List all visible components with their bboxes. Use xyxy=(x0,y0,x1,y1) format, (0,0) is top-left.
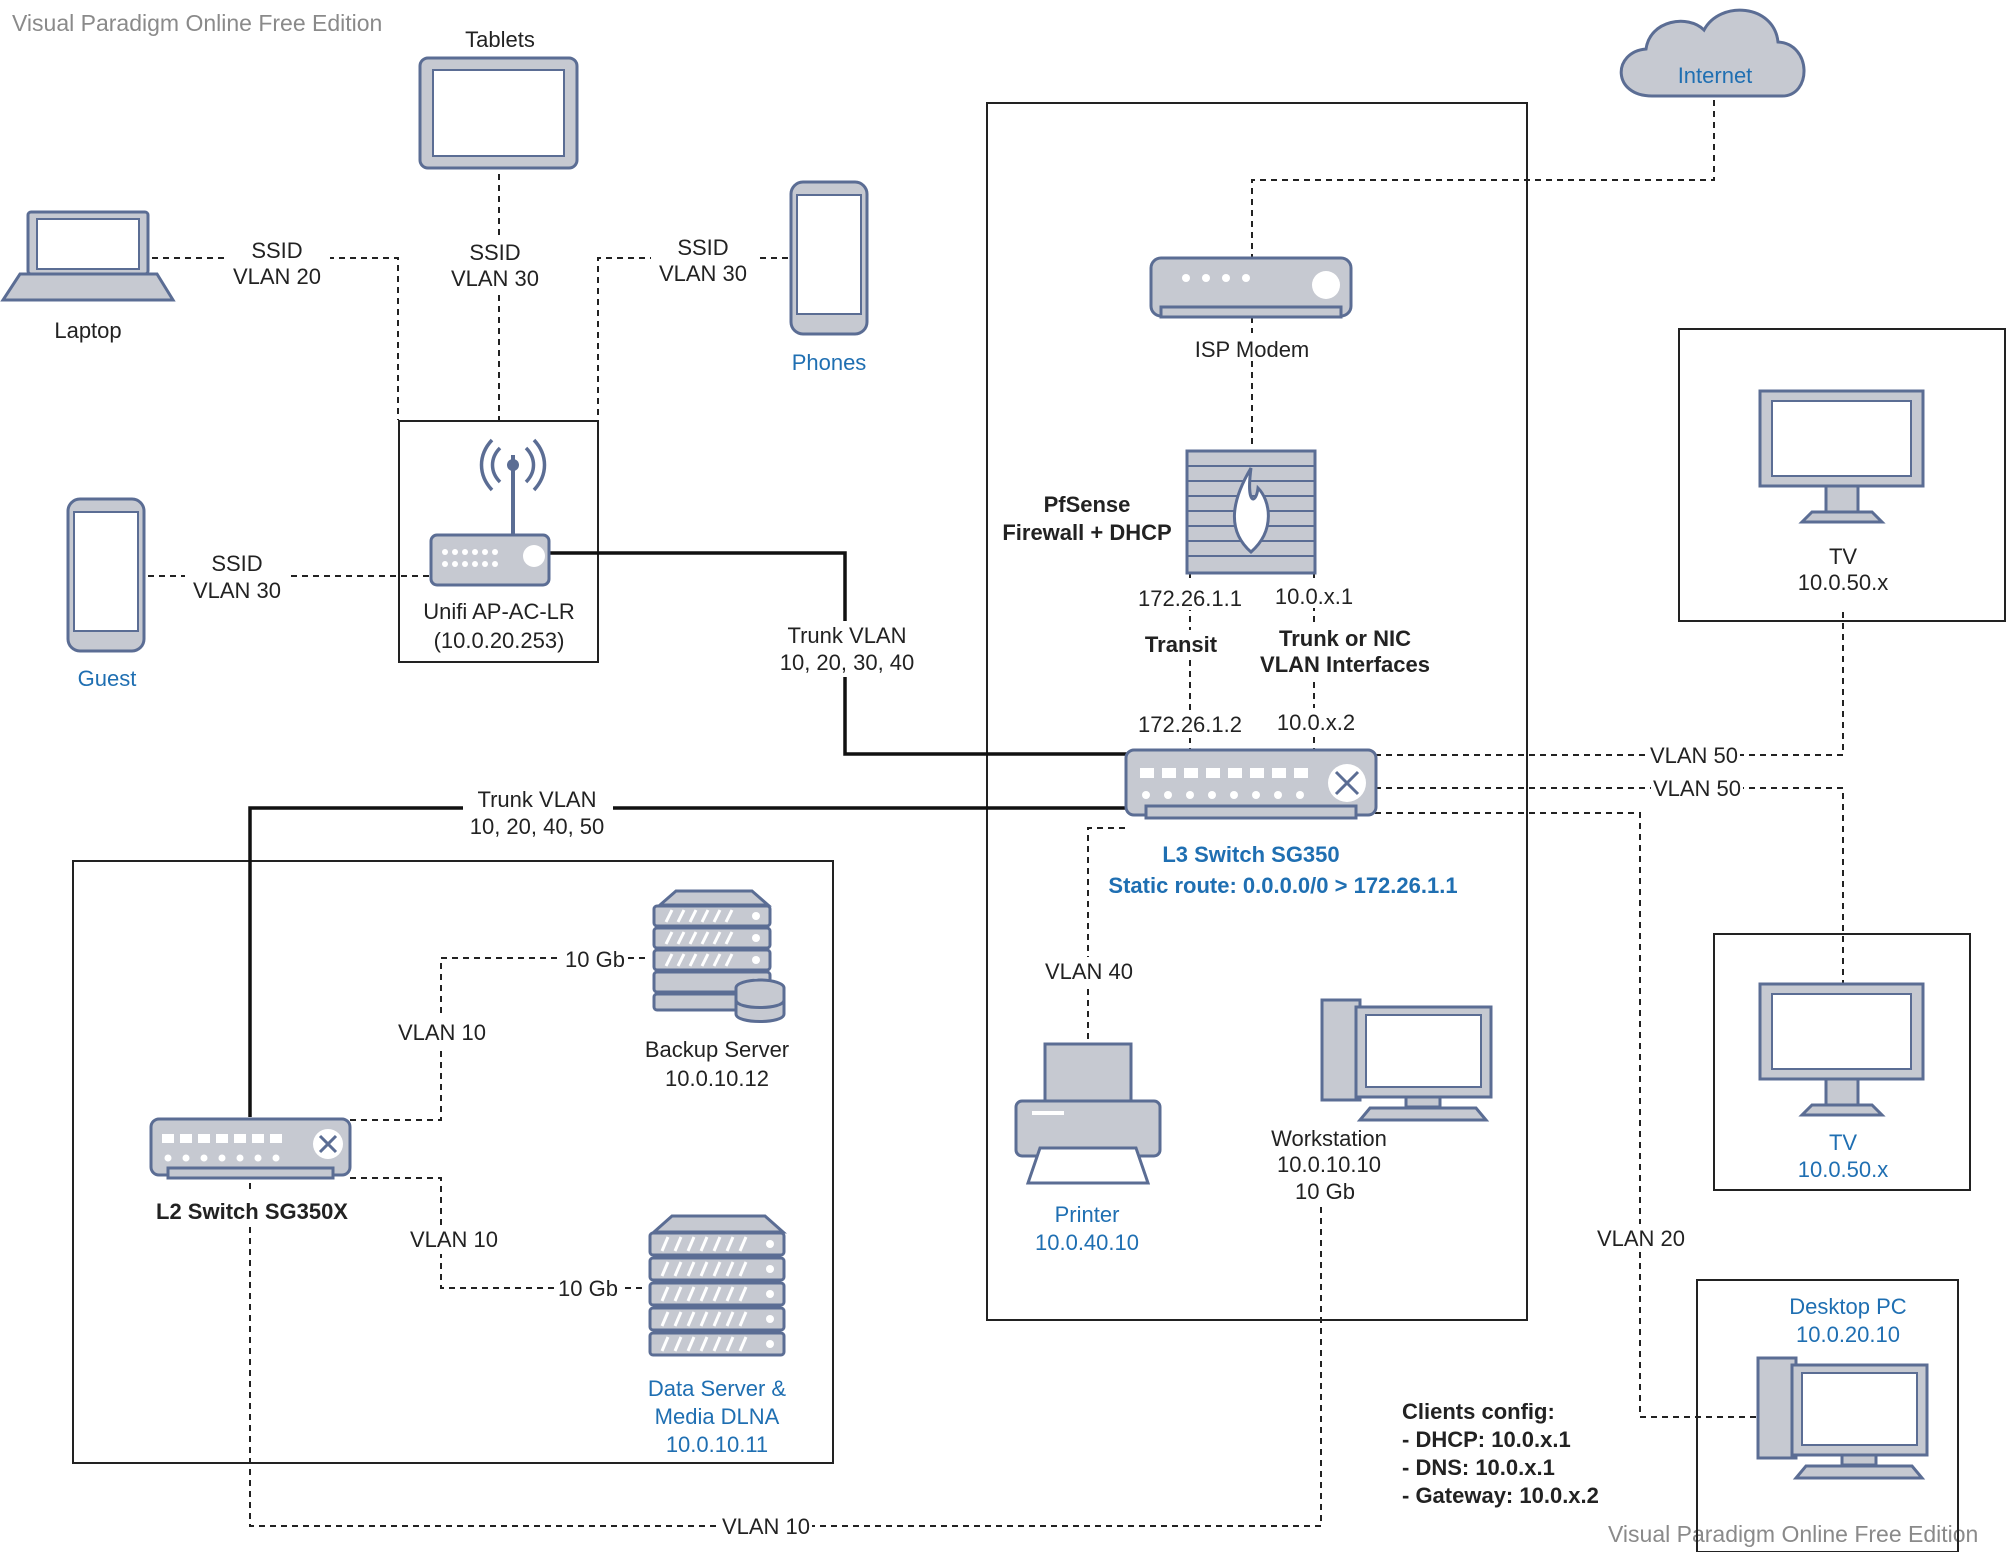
desktop-vlan: VLAN 20 xyxy=(1597,1226,1685,1251)
firewall-desc: Firewall + DHCP xyxy=(1002,520,1171,545)
l2-trunk-line xyxy=(248,806,1127,1117)
workstation-icon xyxy=(1320,998,1493,1122)
l2-trunk-label-1: Trunk VLAN xyxy=(477,787,596,812)
phones-link-vlan: VLAN 30 xyxy=(659,261,747,286)
cloud-icon xyxy=(1619,8,1806,98)
core-box xyxy=(986,102,1528,1321)
desktop-pc-icon xyxy=(1756,1356,1929,1480)
l2-switch-name: L2 Switch SG350X xyxy=(156,1199,348,1224)
tablet-icon xyxy=(418,56,579,170)
workstation-speed: 10 Gb xyxy=(1295,1179,1355,1204)
backup-server-icon xyxy=(652,889,786,1023)
transit-label: Transit xyxy=(1145,632,1218,657)
workstation-ip: 10.0.10.10 xyxy=(1277,1152,1381,1177)
watermark-bottom: Visual Paradigm Online Free Edition xyxy=(1608,1521,1978,1547)
l3-switch-name: L3 Switch SG350 xyxy=(1162,842,1339,867)
guest-link-vlan: VLAN 30 xyxy=(193,578,281,603)
trunk-sw-ip: 10.0.x.2 xyxy=(1277,710,1355,735)
watermark-top: Visual Paradigm Online Free Edition xyxy=(12,10,382,36)
desktop-ip: 10.0.20.10 xyxy=(1796,1322,1900,1347)
modem-label: ISP Modem xyxy=(1195,337,1310,362)
ap-trunk-label-2: 10, 20, 30, 40 xyxy=(780,650,915,675)
l3-static-route: Static route: 0.0.0.0/0 > 172.26.1.1 xyxy=(1108,873,1457,898)
guest-link-ssid: SSID xyxy=(211,551,262,576)
tv-mid-vlan: VLAN 50 xyxy=(1653,776,1741,801)
backup-server-ip: 10.0.10.12 xyxy=(665,1066,769,1091)
backup-vlan: VLAN 10 xyxy=(398,1020,486,1045)
l2-trunk-label-2: 10, 20, 40, 50 xyxy=(470,814,605,839)
backup-server-name: Backup Server xyxy=(645,1037,789,1062)
l3-switch-icon xyxy=(1124,748,1378,820)
tablets-label: Tablets xyxy=(465,27,535,52)
transit-fw-ip: 172.26.1.1 xyxy=(1138,586,1242,611)
dashed-links xyxy=(148,100,1844,1527)
l2-switch-icon xyxy=(149,1117,352,1180)
guest-phone-icon xyxy=(66,497,146,653)
laptop-link-vlan: VLAN 20 xyxy=(233,264,321,289)
printer-ip: 10.0.40.10 xyxy=(1035,1230,1139,1255)
clients-config-gateway: - Gateway: 10.0.x.2 xyxy=(1402,1483,1599,1508)
printer-name: Printer xyxy=(1055,1202,1120,1227)
trunk-nic-label-2: VLAN Interfaces xyxy=(1260,652,1430,677)
guest-label: Guest xyxy=(78,666,137,691)
data-speed: 10 Gb xyxy=(558,1276,618,1301)
ap-trunk-label-1: Trunk VLAN xyxy=(787,623,906,648)
tv-top-box xyxy=(1678,328,2006,622)
tv-mid-icon xyxy=(1758,982,1925,1117)
printer-icon xyxy=(1014,1042,1162,1185)
data-vlan: VLAN 10 xyxy=(410,1227,498,1252)
printer-vlan-label: VLAN 40 xyxy=(1045,959,1133,984)
workstation-name: Workstation xyxy=(1271,1126,1387,1151)
transit-sw-ip: 172.26.1.2 xyxy=(1138,712,1242,737)
desktop-name: Desktop PC xyxy=(1789,1294,1906,1319)
ap-name: Unifi AP-AC-LR xyxy=(423,599,575,624)
data-server-name-2: Media DLNA xyxy=(655,1404,780,1429)
bottom-vlan: VLAN 10 xyxy=(722,1514,810,1539)
access-point-icon xyxy=(429,438,551,587)
laptop-label: Laptop xyxy=(54,318,121,343)
tv-mid-ip: 10.0.50.x xyxy=(1798,1157,1889,1182)
backup-speed: 10 Gb xyxy=(565,947,625,972)
ap-box xyxy=(398,420,599,663)
clients-config: Clients config: - DHCP: 10.0.x.1 - DNS: … xyxy=(1402,1399,1599,1508)
laptop-link-ssid: SSID xyxy=(251,238,302,263)
firewall-icon xyxy=(1185,449,1317,575)
tv-mid-box xyxy=(1713,933,1971,1191)
phones-link-ssid: SSID xyxy=(677,235,728,260)
tv-top-icon xyxy=(1758,389,1925,524)
tablets-link-vlan: VLAN 30 xyxy=(451,266,539,291)
tv-top-vlan: VLAN 50 xyxy=(1650,743,1738,768)
tablets-link-ssid: SSID xyxy=(469,240,520,265)
clients-config-dhcp: - DHCP: 10.0.x.1 xyxy=(1402,1427,1571,1452)
tv-mid-name: TV xyxy=(1829,1130,1857,1155)
tv-top-name: TV xyxy=(1829,544,1857,569)
trunk-nic-label-1: Trunk or NIC xyxy=(1279,626,1411,651)
phone-icon xyxy=(789,180,869,336)
modem-icon xyxy=(1149,256,1353,319)
server-box xyxy=(72,860,834,1464)
trunk-fw-ip: 10.0.x.1 xyxy=(1275,584,1353,609)
data-server-ip: 10.0.10.11 xyxy=(666,1432,768,1457)
tv-top-ip: 10.0.50.x xyxy=(1798,570,1889,595)
data-server-icon xyxy=(648,1214,787,1357)
phones-label: Phones xyxy=(792,350,867,375)
laptop-icon xyxy=(0,210,176,302)
firewall-name: PfSense xyxy=(1044,492,1131,517)
ap-ip: (10.0.20.253) xyxy=(434,628,565,653)
internet-label: Internet xyxy=(1678,63,1753,88)
data-server-name-1: Data Server & xyxy=(648,1376,786,1401)
link-labels: SSID VLAN 20 SSID VLAN 30 SSID VLAN 30 S… xyxy=(185,233,1743,1539)
clients-config-dns: - DNS: 10.0.x.1 xyxy=(1402,1455,1555,1480)
clients-config-title: Clients config: xyxy=(1402,1399,1555,1424)
